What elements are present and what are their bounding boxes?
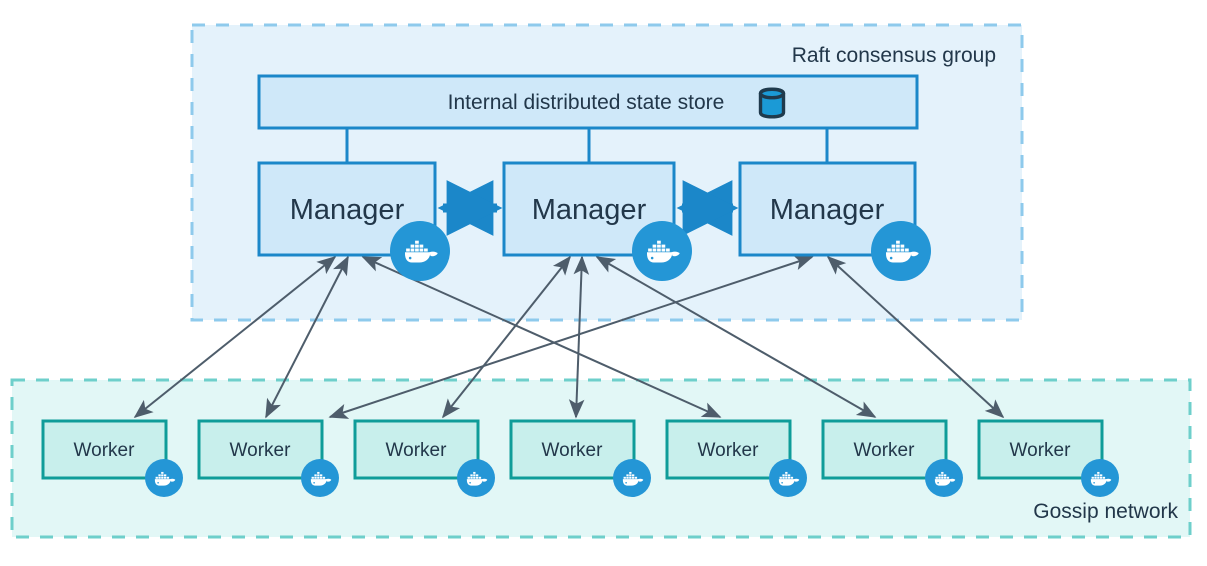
raft-zone-label: Raft consensus group	[792, 44, 996, 67]
link-manager-3-worker-7	[826, 255, 1005, 419]
worker-2-label: Worker	[230, 440, 292, 461]
worker-4-rect[interactable]	[509, 419, 636, 480]
worker-node-4[interactable]: Worker	[509, 419, 651, 497]
docker-whale-icon	[301, 459, 339, 497]
gossip-zone-label: Gossip network	[1033, 500, 1178, 523]
worker-7-rect[interactable]	[977, 419, 1104, 480]
worker-node-1[interactable]: Worker	[41, 419, 183, 497]
store-link-layer	[345, 128, 829, 164]
manager-node-2[interactable]: Manager	[502, 161, 692, 281]
worker-3-rect[interactable]	[353, 419, 480, 480]
manager-node-layer: Manager Manager Manager	[257, 161, 931, 281]
manager-node-3[interactable]: Manager	[738, 161, 931, 281]
docker-whale-icon	[145, 459, 183, 497]
worker-node-2[interactable]: Worker	[197, 419, 339, 497]
internal-distributed-state-store[interactable]: Internal distributed state store	[257, 74, 919, 130]
worker-node-6[interactable]: Worker	[821, 419, 963, 497]
docker-whale-icon	[457, 459, 495, 497]
docker-whale-icon	[871, 221, 931, 281]
worker-node-3[interactable]: Worker	[353, 419, 495, 497]
state-store-label: Internal distributed state store	[448, 91, 725, 114]
manager-1-label: Manager	[290, 194, 405, 226]
manager-2-label: Manager	[532, 194, 647, 226]
manager-worker-link-layer	[133, 255, 1005, 419]
worker-4-label: Worker	[542, 440, 604, 461]
worker-node-layer: Worker Worker Worker	[41, 419, 1119, 497]
worker-6-rect[interactable]	[821, 419, 948, 480]
docker-whale-icon	[1081, 459, 1119, 497]
link-manager-3-worker-2	[328, 255, 814, 419]
worker-5-label: Worker	[698, 440, 760, 461]
database-cylinder-icon	[758, 87, 786, 119]
worker-1-rect[interactable]	[41, 419, 168, 480]
state-store-rect[interactable]	[257, 74, 919, 130]
docker-whale-icon	[632, 221, 692, 281]
worker-5-rect[interactable]	[665, 419, 792, 480]
docker-whale-icon	[613, 459, 651, 497]
worker-2-rect[interactable]	[197, 419, 324, 480]
worker-6-label: Worker	[854, 440, 916, 461]
docker-whale-icon	[925, 459, 963, 497]
docker-whale-icon	[769, 459, 807, 497]
worker-node-7[interactable]: Worker	[977, 419, 1119, 497]
manager-3-label: Manager	[770, 194, 885, 226]
docker-whale-icon	[390, 221, 450, 281]
worker-3-label: Worker	[386, 440, 448, 461]
worker-1-label: Worker	[74, 440, 136, 461]
worker-7-label: Worker	[1010, 440, 1072, 461]
worker-node-5[interactable]: Worker	[665, 419, 807, 497]
manager-node-1[interactable]: Manager	[257, 161, 450, 281]
